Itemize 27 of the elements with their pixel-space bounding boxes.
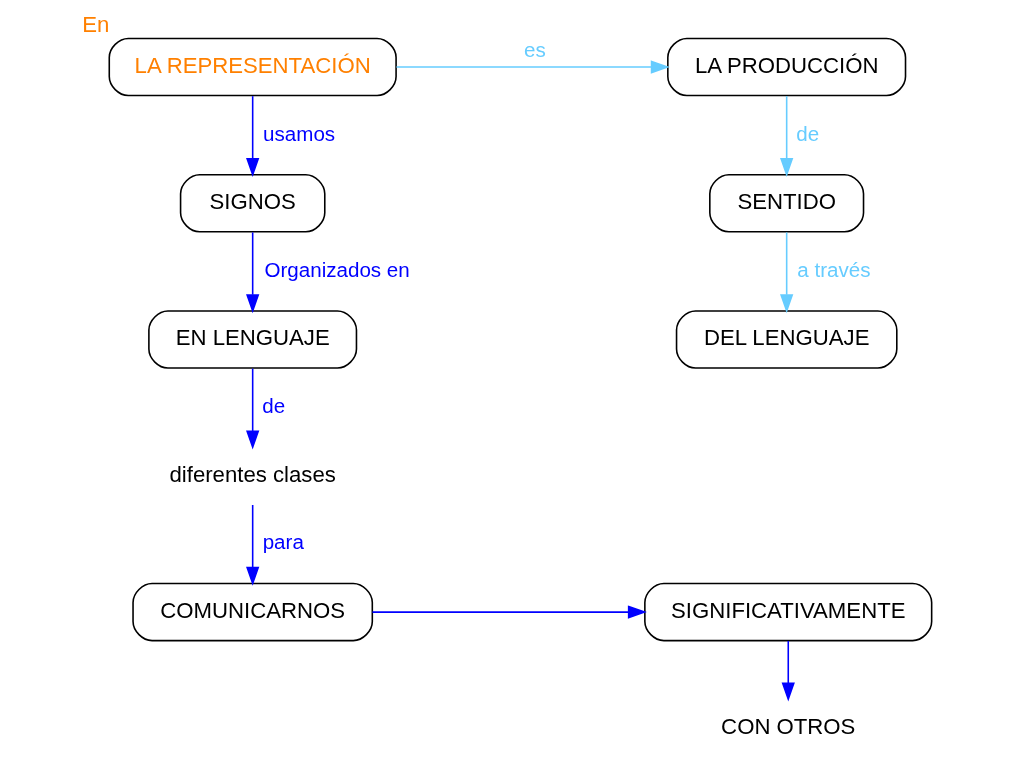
- edge-label: de: [795, 121, 819, 145]
- edge-label: usamos: [262, 121, 335, 145]
- node-box: SENTIDO: [708, 173, 864, 233]
- node-label: En: [81, 12, 109, 38]
- edge-label: para: [262, 530, 304, 554]
- arrow: [245, 231, 259, 314]
- edge-label: Organizados en: [263, 257, 410, 281]
- arrow: [779, 95, 793, 177]
- arrow: [245, 95, 259, 177]
- node-box: DEL LENGUAJE: [675, 310, 898, 369]
- node-box: SIGNIFICATIVAMENTE: [643, 582, 932, 642]
- arrow: [781, 640, 795, 702]
- node-box: COMUNICARNOS: [131, 582, 373, 642]
- node-text: diferentes clases: [168, 461, 336, 487]
- node-box: LA PRODUCCIÓN: [666, 37, 906, 97]
- node-text: CON OTROS: [720, 713, 855, 739]
- edge-label: a través: [796, 257, 870, 281]
- arrow: [245, 504, 259, 586]
- node-box: LA REPRESENTACIÓN: [108, 37, 397, 97]
- edge-label: es: [523, 37, 546, 61]
- arrow: [395, 60, 670, 74]
- node-box: EN LENGUAJE: [147, 310, 357, 369]
- node-box: SIGNOS: [179, 173, 326, 233]
- arrow: [779, 231, 793, 314]
- arrow: [371, 605, 647, 619]
- edge-label: de: [261, 394, 285, 418]
- arrow: [245, 367, 259, 450]
